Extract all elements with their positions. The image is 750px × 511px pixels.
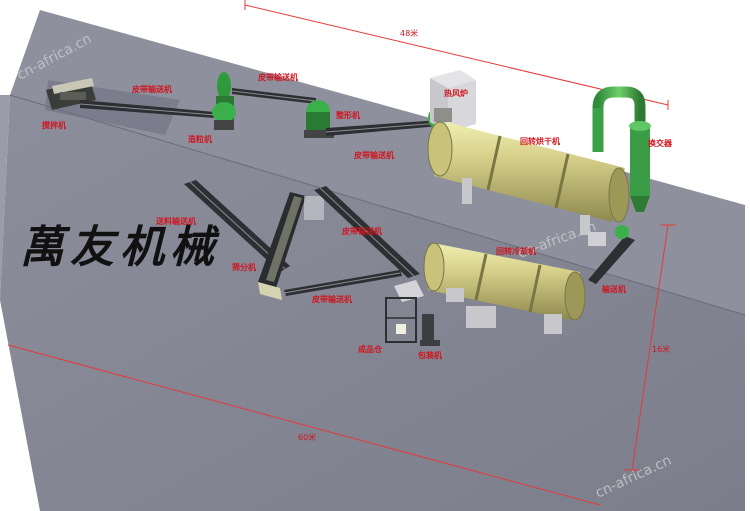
label-rotary-dryer: 回转烘干机 bbox=[520, 136, 560, 146]
dimension-line-top bbox=[244, 4, 669, 106]
label-belt-conveyor-5: 皮带输送机 bbox=[311, 294, 352, 304]
brand-title: 萬友机械 bbox=[20, 222, 220, 273]
belt-conveyor-2 bbox=[231, 88, 317, 104]
rotary-cooler-drum bbox=[423, 242, 586, 334]
conveyor-dryer-to-cooler bbox=[588, 225, 635, 284]
label-mixer: 搅拌机 bbox=[42, 120, 66, 130]
label-product-bin: 成品仓 bbox=[358, 344, 383, 354]
granulator-machine bbox=[212, 72, 236, 130]
screener-machine bbox=[258, 192, 324, 300]
belt-conveyor-4 bbox=[314, 186, 420, 278]
label-belt-conveyor-1: 皮带输送机 bbox=[131, 84, 172, 94]
product-bin-and-packing bbox=[385, 280, 440, 346]
rounding-machine bbox=[304, 100, 334, 138]
label-hot-air-stove: 热风炉 bbox=[444, 88, 468, 98]
belt-conveyor-5 bbox=[283, 270, 402, 296]
label-conveyor: 输送机 bbox=[602, 284, 626, 294]
label-packing-machine: 包装机 bbox=[417, 350, 442, 360]
label-heat-exchanger: 换交器 bbox=[648, 138, 673, 148]
hot-air-stove bbox=[430, 70, 476, 132]
belt-conveyor-1 bbox=[79, 100, 216, 118]
label-belt-conveyor-3: 皮带输送机 bbox=[353, 150, 394, 160]
label-belt-conveyor-2: 皮带输送机 bbox=[257, 72, 298, 82]
dimension-right-16m: 16米 bbox=[652, 344, 670, 354]
label-granulator: 造粒机 bbox=[188, 134, 212, 144]
dimension-line-bottom bbox=[7, 344, 601, 506]
label-rounding-machine: 整形机 bbox=[335, 110, 360, 120]
dimension-top-48m: 48米 bbox=[400, 28, 418, 38]
heat-exchanger-unit bbox=[592, 86, 651, 212]
label-belt-conveyor-4: 皮带输送机 bbox=[341, 226, 382, 236]
label-rotary-cooler: 回转冷却机 bbox=[496, 246, 536, 256]
rotary-dryer-drum bbox=[427, 121, 630, 246]
dimension-lines bbox=[7, 0, 676, 506]
label-screener: 筛分机 bbox=[232, 262, 256, 272]
dimension-line-right bbox=[631, 224, 669, 471]
label-feed-conveyor: 送料输送机 bbox=[155, 216, 196, 226]
dimension-bottom-60m: 60米 bbox=[298, 432, 316, 442]
